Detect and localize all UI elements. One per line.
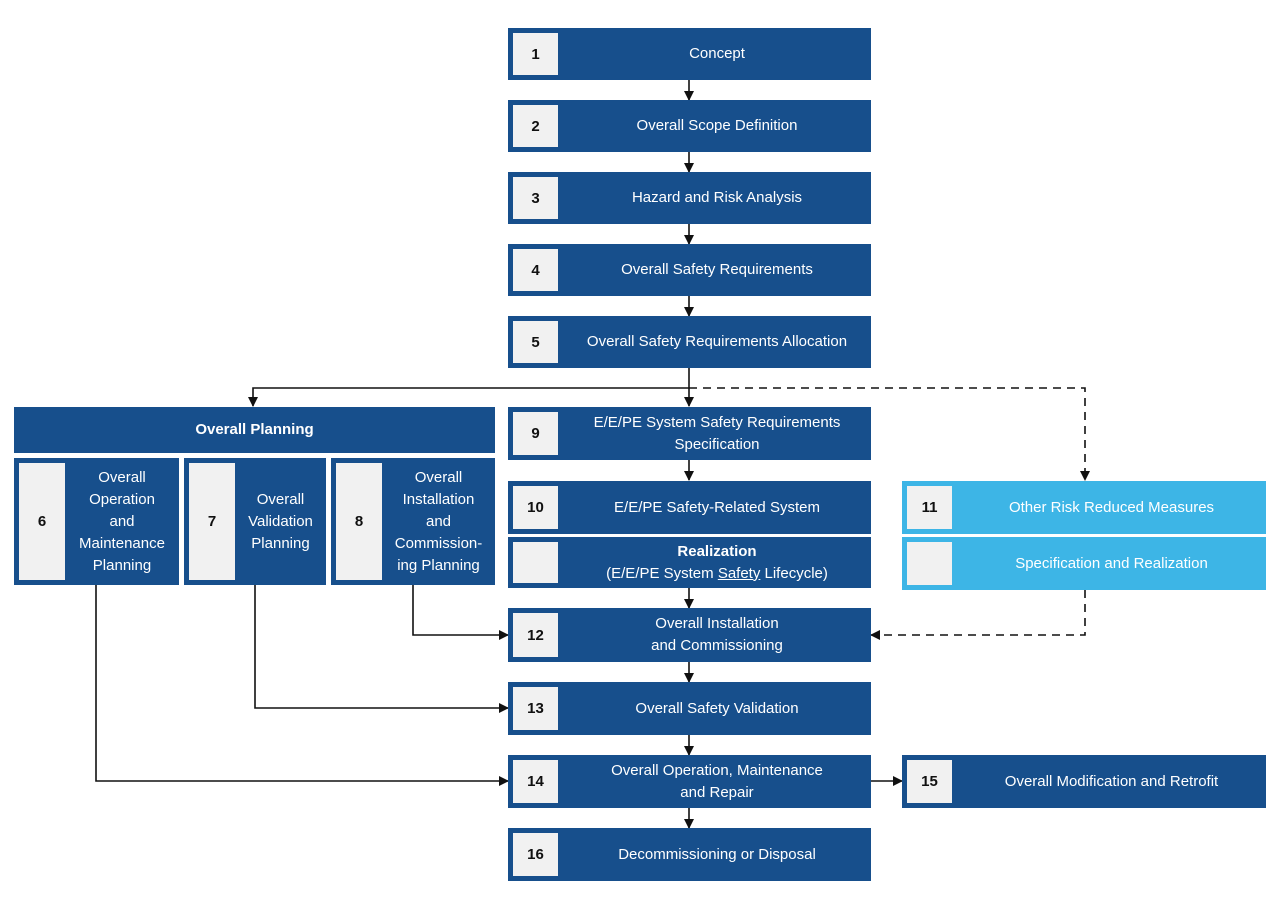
arrow-8-12 <box>412 585 509 640</box>
arrow-5-11-dashed <box>689 387 1090 481</box>
step-label: Overall Scope Definition <box>636 117 798 134</box>
step-10-safety-related-system: 10 E/E/PE Safety-Related System <box>508 481 871 534</box>
step-9-system-safety-requirements-spec: 9 E/E/PE System Safety Requirements Spec… <box>508 407 871 460</box>
step-label-line: Maintenance <box>79 534 165 552</box>
step-10-realization: Realization (E/E/PE System Safety Lifecy… <box>508 537 871 588</box>
step-label-line: Overall <box>414 468 463 486</box>
step-label-line: and <box>109 512 135 530</box>
arrow-5-planning <box>248 387 689 407</box>
step-number: 6 <box>19 463 65 580</box>
step-label: E/E/PE Safety-Related System <box>614 498 820 516</box>
step-label-line: Commission- <box>394 534 483 552</box>
step-label-line: and Commissioning <box>651 637 783 654</box>
step-3-hazard-risk-analysis: 3 Hazard and Risk Analysis <box>508 172 871 224</box>
arrow-11-12-dashed <box>870 590 1086 640</box>
step-1-concept: 1 Concept <box>508 28 871 80</box>
step-number: 16 <box>513 833 558 876</box>
step-label: Concept <box>689 45 745 62</box>
step-number: 3 <box>513 177 558 219</box>
step-label-line: Planning <box>92 556 152 574</box>
subtitle-pre: (E/E/PE System <box>606 564 718 582</box>
step-label-line: Overall <box>98 468 146 486</box>
step-label: Overall Safety Requirements Allocation <box>586 333 848 350</box>
step-number: 5 <box>513 321 558 363</box>
step-number: 15 <box>907 760 952 803</box>
step-label: Decommissioning or Disposal <box>618 845 816 863</box>
step-label-line: Planning <box>251 534 310 552</box>
arrow-7-13 <box>254 585 509 713</box>
step-13-safety-validation: 13 Overall Safety Validation <box>508 682 871 735</box>
step-label-line: Overall Operation, Maintenance <box>611 761 823 779</box>
subtitle-underlined: Safety <box>717 564 761 582</box>
step-label-line: E/E/PE System Safety Requirements <box>593 413 841 431</box>
step-number: 14 <box>513 760 558 803</box>
overall-planning-header: Overall Planning <box>14 407 495 453</box>
step-label: Specification and Realization <box>1015 554 1208 572</box>
step-15-modification-retrofit: 15 Overall Modification and Retrofit <box>902 755 1266 808</box>
step-label-line: Validation <box>248 512 313 530</box>
step-4-safety-requirements: 4 Overall Safety Requirements <box>508 244 871 296</box>
step-number: 4 <box>513 249 558 291</box>
step-2-scope-definition: 2 Overall Scope Definition <box>508 100 871 152</box>
step-number: 11 <box>907 486 952 529</box>
step-5-requirements-allocation: 5 Overall Safety Requirements Allocation <box>508 316 871 368</box>
step-14-operation-maintenance-repair: 14 Overall Operation, Maintenance and Re… <box>508 755 871 808</box>
step-number: 7 <box>189 463 235 580</box>
step-8-installation-commissioning-planning: 8 Overall Installation and Commission- i… <box>331 458 495 585</box>
step-number: 9 <box>513 412 558 455</box>
step-11-specification-realization: Specification and Realization <box>902 537 1266 590</box>
step-number: 8 <box>336 463 382 580</box>
step-label-line: Overall <box>256 490 305 508</box>
step-label: Overall Modification and Retrofit <box>1004 772 1219 790</box>
step-label-line: Overall Installation <box>655 615 779 632</box>
step-label-line: and <box>425 512 452 530</box>
step-number: 12 <box>513 613 558 657</box>
step-number-blank <box>513 542 558 583</box>
step-16-decommissioning-disposal: 16 Decommissioning or Disposal <box>508 828 871 881</box>
step-number-blank <box>907 542 952 585</box>
step-label: Overall Safety Requirements <box>621 261 813 278</box>
step-7-validation-planning: 7 Overall Validation Planning <box>184 458 326 585</box>
arrow-6-14 <box>95 585 509 786</box>
step-12-installation-commissioning: 12 Overall Installation and Commissionin… <box>508 608 871 662</box>
step-label-line: and Repair <box>680 783 754 801</box>
realization-subtitle: (E/E/PE System Safety Lifecycle) <box>606 563 828 585</box>
step-label-line: ing Planning <box>397 556 480 574</box>
step-11-other-risk-measures: 11 Other Risk Reduced Measures <box>902 481 1266 534</box>
subtitle-post: Lifecycle) <box>760 564 828 582</box>
step-number: 1 <box>513 33 558 75</box>
step-label-line: Specification <box>674 435 760 453</box>
step-label-line: Installation <box>402 490 475 508</box>
step-label: Hazard and Risk Analysis <box>631 189 803 206</box>
planning-title: Overall Planning <box>195 421 314 438</box>
step-label-line: Operation <box>89 490 155 508</box>
step-number: 2 <box>513 105 558 147</box>
step-number: 10 <box>513 486 558 529</box>
step-number: 13 <box>513 687 558 730</box>
step-label: Other Risk Reduced Measures <box>1008 498 1215 516</box>
step-label: Overall Safety Validation <box>635 699 799 717</box>
step-6-operation-maintenance-planning: 6 Overall Operation and Maintenance Plan… <box>14 458 179 585</box>
realization-title: Realization <box>677 542 757 560</box>
